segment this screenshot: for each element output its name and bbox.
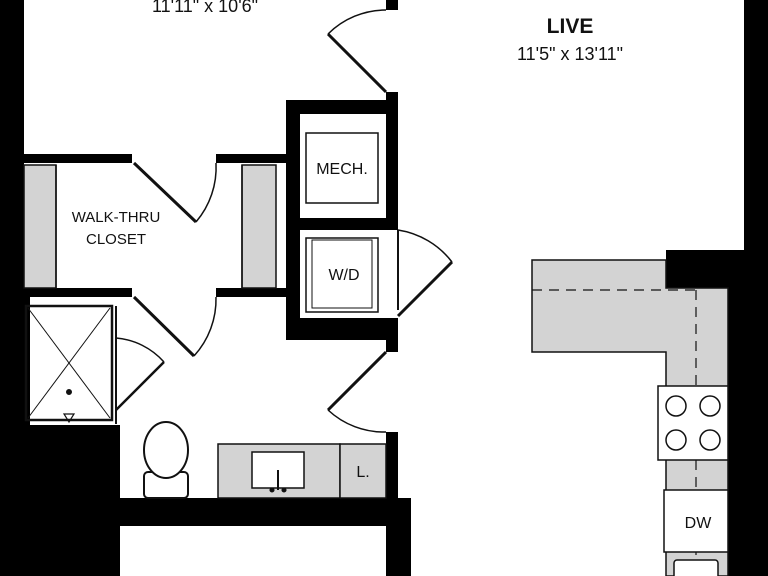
closet-bottom-wall-left	[22, 288, 132, 297]
exterior-wall-right	[728, 250, 768, 576]
closet-shelves	[23, 164, 277, 289]
closet-label-line2: CLOSET	[86, 231, 146, 248]
cooktop	[657, 385, 729, 461]
shower-door-leaf	[115, 361, 165, 411]
mech-wall-right	[386, 150, 398, 230]
wd-label: W/D	[328, 267, 359, 284]
mech-box	[305, 132, 379, 204]
bath-bottom-wall	[0, 498, 410, 526]
closet-door-bottom-leaf	[132, 295, 196, 358]
linen-label: L.	[356, 464, 369, 481]
closet-top-wall-right	[216, 154, 288, 163]
shower-cross-2	[27, 307, 111, 419]
partition-top	[386, 0, 398, 10]
live-dimensions: 11'5" x 13'11"	[517, 44, 623, 64]
toilet-bowl	[143, 421, 189, 479]
shower-drain	[66, 389, 72, 395]
bath-door-swing	[327, 409, 387, 433]
burner-2	[699, 395, 721, 417]
bedroom-door-leaf	[326, 32, 388, 94]
exterior-wall-left	[0, 0, 24, 428]
kitchen-sink	[673, 559, 719, 576]
bath-right-wall	[386, 432, 398, 502]
closet-door-top-swing	[195, 162, 217, 223]
kitchen-sink-basin	[673, 559, 719, 576]
shower	[24, 304, 117, 424]
wd-box-inner	[311, 239, 373, 309]
wd-door-leaf-2	[396, 260, 454, 318]
mech-label: MECH.	[316, 161, 368, 178]
bedroom-door-swing	[327, 9, 387, 35]
closet-shelf-left	[23, 164, 57, 289]
bath-door-leaf	[326, 350, 388, 412]
burner-3	[665, 429, 687, 451]
bedroom-dimensions: 11'11" x 10'6"	[152, 0, 258, 16]
burner-4	[699, 429, 721, 451]
mech-unit	[305, 132, 379, 204]
washer-dryer-unit	[305, 237, 379, 313]
kitchen-corner-wall	[666, 250, 746, 288]
mech-wall-top	[286, 100, 390, 114]
burner-1	[665, 395, 687, 417]
mech-wd-divider	[286, 218, 396, 230]
cooktop-surface	[657, 385, 729, 461]
closet-top-wall-left	[22, 154, 132, 163]
wd-wall-right	[386, 318, 398, 352]
faucet-knob-right	[281, 487, 287, 493]
closet-door-top-leaf	[132, 161, 198, 224]
faucet-knob-left	[269, 487, 275, 493]
dishwasher	[663, 489, 729, 553]
bottom-right-wall-stub	[386, 498, 411, 576]
closet-door-bottom-swing	[193, 296, 217, 357]
closet-bottom-wall-right	[216, 288, 288, 297]
shower-door-swing	[115, 337, 165, 363]
toilet	[143, 421, 189, 499]
doors	[115, 9, 454, 433]
dishwasher-label: DW	[685, 515, 713, 532]
shower-base	[24, 304, 114, 422]
closet-label-line1: WALK-THRU	[72, 209, 161, 226]
live-title: LIVE	[547, 15, 594, 38]
wd-door-swing	[397, 229, 453, 263]
shower-head-icon	[62, 413, 76, 424]
closet-shelf-right	[241, 164, 277, 289]
vanity	[217, 443, 387, 499]
exterior-wall-top-right	[744, 0, 768, 255]
linen-closet	[339, 443, 387, 499]
wd-wall-bottom	[286, 318, 390, 340]
dishwasher-box	[663, 489, 729, 553]
